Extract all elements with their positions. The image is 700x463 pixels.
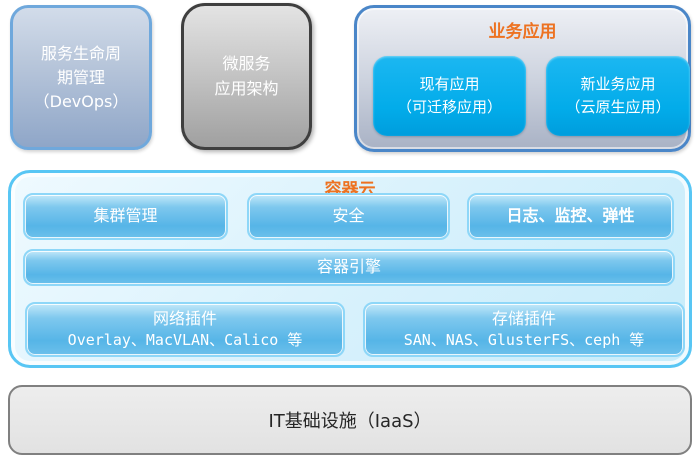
microservice-label-line1: 微服务 (222, 53, 271, 73)
storage-plugins-examples: SAN、NAS、GlusterFS、ceph 等 (403, 331, 645, 350)
business-apps-title: 业务应用 (488, 22, 557, 42)
cluster-management-label: 集群管理 (93, 206, 158, 226)
devops-label-line1: 服务生命周 (40, 43, 121, 63)
devops-label-line3: （DevOps） (33, 91, 129, 111)
storage-plugins-label: 存储插件 (491, 308, 556, 328)
network-plugins-examples: Overlay、MacVLAN、Calico 等 (67, 331, 303, 350)
storage-plugins-box: 存储插件 SAN、NAS、GlusterFS、ceph 等 (363, 302, 685, 357)
container-engine-box: 容器引擎 (23, 249, 675, 286)
existing-apps-box: 现有应用 （可迁移应用） (373, 56, 526, 136)
microservice-architecture-box: 微服务 应用架构 (181, 3, 312, 150)
logging-monitoring-elasticity-box: 日志、监控、弹性 (467, 193, 674, 240)
cluster-management-box: 集群管理 (23, 193, 228, 240)
network-plugins-box: 网络插件 Overlay、MacVLAN、Calico 等 (25, 302, 345, 357)
devops-box: 服务生命周 期管理 （DevOps） (10, 5, 152, 150)
existing-apps-label-line1: 现有应用 (419, 74, 480, 93)
iaas-label: IT基础设施（IaaS） (268, 411, 432, 432)
new-apps-box: 新业务应用 （云原生应用） (546, 56, 690, 136)
network-plugins-label: 网络插件 (152, 308, 217, 328)
container-engine-label: 容器引擎 (316, 257, 381, 277)
container-cloud-group: 容器云 集群管理 安全 日志、监控、弹性 容器引擎 网络插件 Overlay、M… (8, 170, 692, 368)
iaas-box: IT基础设施（IaaS） (8, 385, 692, 455)
microservice-label-line2: 应用架构 (214, 78, 279, 98)
logging-monitoring-elasticity-label: 日志、监控、弹性 (506, 206, 635, 226)
security-label: 安全 (332, 206, 365, 226)
new-apps-label-line2: （云原生应用） (565, 98, 671, 116)
devops-label-line2: 期管理 (56, 67, 105, 87)
security-box: 安全 (247, 193, 450, 240)
new-apps-label-line1: 新业务应用 (580, 74, 656, 93)
business-apps-group: 业务应用 现有应用 （可迁移应用） 新业务应用 （云原生应用） (354, 5, 691, 152)
existing-apps-label-line2: （可迁移应用） (396, 98, 502, 116)
